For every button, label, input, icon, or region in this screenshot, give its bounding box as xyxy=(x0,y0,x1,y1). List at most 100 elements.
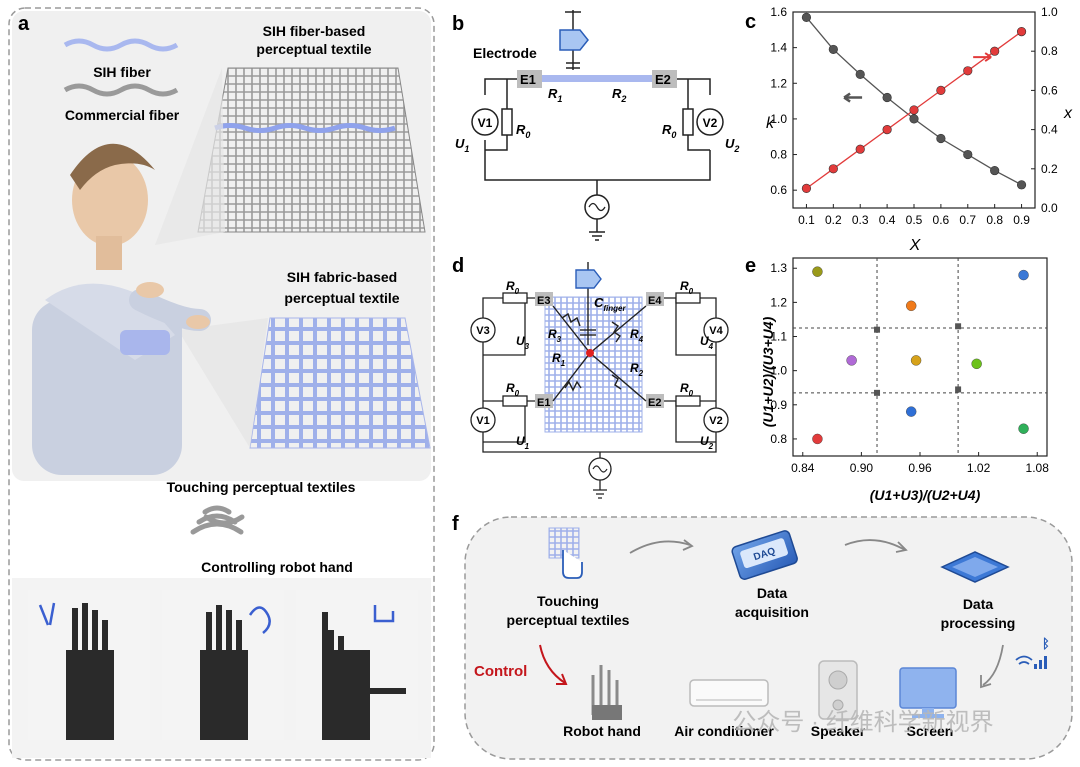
svg-text:V4: V4 xyxy=(709,325,723,337)
chart-e-xtick-label: 0.90 xyxy=(850,461,874,475)
electrode-e1-block xyxy=(517,70,542,88)
touching-label: Touching perceptual textiles xyxy=(167,479,356,495)
fiber-textile-image xyxy=(197,67,426,233)
chart-c-point xyxy=(882,92,892,103)
r0-left-label: R0 xyxy=(516,122,530,140)
u2-label: U2 xyxy=(725,136,739,154)
chart-c-ytick-left-label: 1.0 xyxy=(770,112,787,126)
light-beam-upper xyxy=(155,68,225,245)
sih-fiber-bar xyxy=(542,75,652,82)
chart-c-xtick-label: 0.7 xyxy=(959,213,976,227)
panel-f-letter: f xyxy=(452,513,459,535)
chart-c-xtick-label: 0.5 xyxy=(906,213,923,227)
svg-text:V2: V2 xyxy=(703,116,718,130)
voltmeter-v1-d xyxy=(470,407,496,433)
resistor-r0-right xyxy=(682,108,694,136)
air-conditioner-label: Air conditioner xyxy=(674,723,774,739)
screen-label: Screen xyxy=(907,723,954,739)
chart-e-ytick-label: 1.2 xyxy=(770,295,787,309)
chart-c-ytick-right-label: 0.6 xyxy=(1041,83,1058,97)
chart-c-point xyxy=(909,105,919,115)
chart-e-ytick-label: 1.0 xyxy=(770,364,787,378)
processor-chip-icon xyxy=(940,551,1010,583)
commercial-fiber-label: Commercial fiber xyxy=(65,107,180,123)
svg-text:V1: V1 xyxy=(476,415,489,427)
voltmeter-v2 xyxy=(696,108,724,136)
voltmeter-v1 xyxy=(471,108,499,136)
svg-text:V1: V1 xyxy=(478,116,493,130)
watermark: 公众号 · 纤维科学新视界 xyxy=(732,709,993,736)
chart-c-point xyxy=(882,125,892,135)
c-finger-label: Cfinger xyxy=(594,295,627,313)
svg-text:U2: U2 xyxy=(700,434,714,451)
controlling-label: Controlling robot hand xyxy=(201,559,353,575)
chart-e-point xyxy=(846,355,857,366)
chart-e-point xyxy=(812,266,823,277)
chart-c-point xyxy=(936,133,946,144)
acquisition-label-1: Data xyxy=(757,585,788,601)
chart-c-point xyxy=(963,66,973,76)
touching-label-2: perceptual textiles xyxy=(507,612,630,628)
chart-e-point xyxy=(812,433,823,445)
chart-e-xtick-label: 1.02 xyxy=(967,461,991,475)
chart-c-ylabel-left: k xyxy=(766,115,775,132)
chart-e-xtick-label: 1.08 xyxy=(1026,461,1050,475)
touching-label-1: Touching xyxy=(537,593,599,609)
fiber-textile-label-2: perceptual textile xyxy=(256,41,371,57)
chart-e-xtick-label: 0.84 xyxy=(791,461,815,475)
chart-c-ytick-right-label: 0.8 xyxy=(1041,44,1058,58)
r2-label-d: R2 xyxy=(630,361,644,378)
victory-gesture-icon xyxy=(38,602,56,626)
chart-c-ytick-left-label: 0.8 xyxy=(770,148,787,162)
finger-touch-icon-f xyxy=(562,550,583,579)
electrode-e2-label: E2 xyxy=(655,72,671,87)
fabric-textile-label-1: SIH fabric-based xyxy=(287,269,397,285)
chart-c-ytick-right-label: 0.4 xyxy=(1041,123,1058,137)
chart-c-point xyxy=(801,12,812,22)
svg-text:R0: R0 xyxy=(680,279,694,296)
wifi-signal-icon xyxy=(1015,655,1047,669)
svg-text:V3: V3 xyxy=(476,325,489,337)
chart-c-point xyxy=(801,183,812,193)
speaker-icon xyxy=(818,660,858,720)
chart-c-series-line-1 xyxy=(805,16,1022,186)
sih-fiber-in-textile xyxy=(214,123,396,133)
right-axis-arrow-icon xyxy=(973,52,992,62)
fabric-grid xyxy=(544,296,643,433)
voltmeter-v4 xyxy=(703,317,729,343)
daq-device-icon: DAQ xyxy=(731,530,798,580)
sih-fiber-icon xyxy=(63,38,179,52)
r4-label: R4 xyxy=(630,327,644,344)
arrow-1-icon xyxy=(682,539,694,551)
svg-text:R0: R0 xyxy=(506,279,520,296)
electrode-e4-label: E4 xyxy=(648,295,662,307)
left-axis-arrow-icon xyxy=(843,92,863,103)
r0-right-label: R0 xyxy=(662,122,676,140)
chart-c-point xyxy=(828,44,838,55)
panel-e-letter: e xyxy=(745,255,756,277)
chart-e-xlabel: (U1+U3)/(U2+U4) xyxy=(870,487,981,503)
r2-label: R2 xyxy=(612,86,626,104)
chart-c-point xyxy=(1016,180,1027,190)
chart-e-grid-marker xyxy=(874,389,881,396)
bluetooth-icon: ᛒ xyxy=(1042,636,1050,651)
svg-text:U3: U3 xyxy=(516,334,530,351)
chart-e-point xyxy=(1018,423,1029,434)
chart-c-ytick-left-label: 0.6 xyxy=(770,183,787,197)
sih-fiber-label: SIH fiber xyxy=(93,64,151,80)
ground-icon xyxy=(589,231,605,241)
control-label: Control xyxy=(474,663,527,680)
robot-hand-label: Robot hand xyxy=(563,723,641,739)
chart-e-grid-marker xyxy=(955,386,962,393)
chart-c-point xyxy=(963,149,973,160)
fabric-textile-label-2: perceptual textile xyxy=(284,290,399,306)
chart-e-xtick-label: 0.96 xyxy=(908,461,932,475)
svg-text:R0: R0 xyxy=(506,381,520,398)
chart-c-ytick-left-label: 1.6 xyxy=(770,5,787,19)
person-illustration xyxy=(32,143,211,475)
control-arrow-icon xyxy=(556,673,568,685)
chart-e-point xyxy=(971,358,982,370)
processing-label-1: Data xyxy=(963,596,994,612)
